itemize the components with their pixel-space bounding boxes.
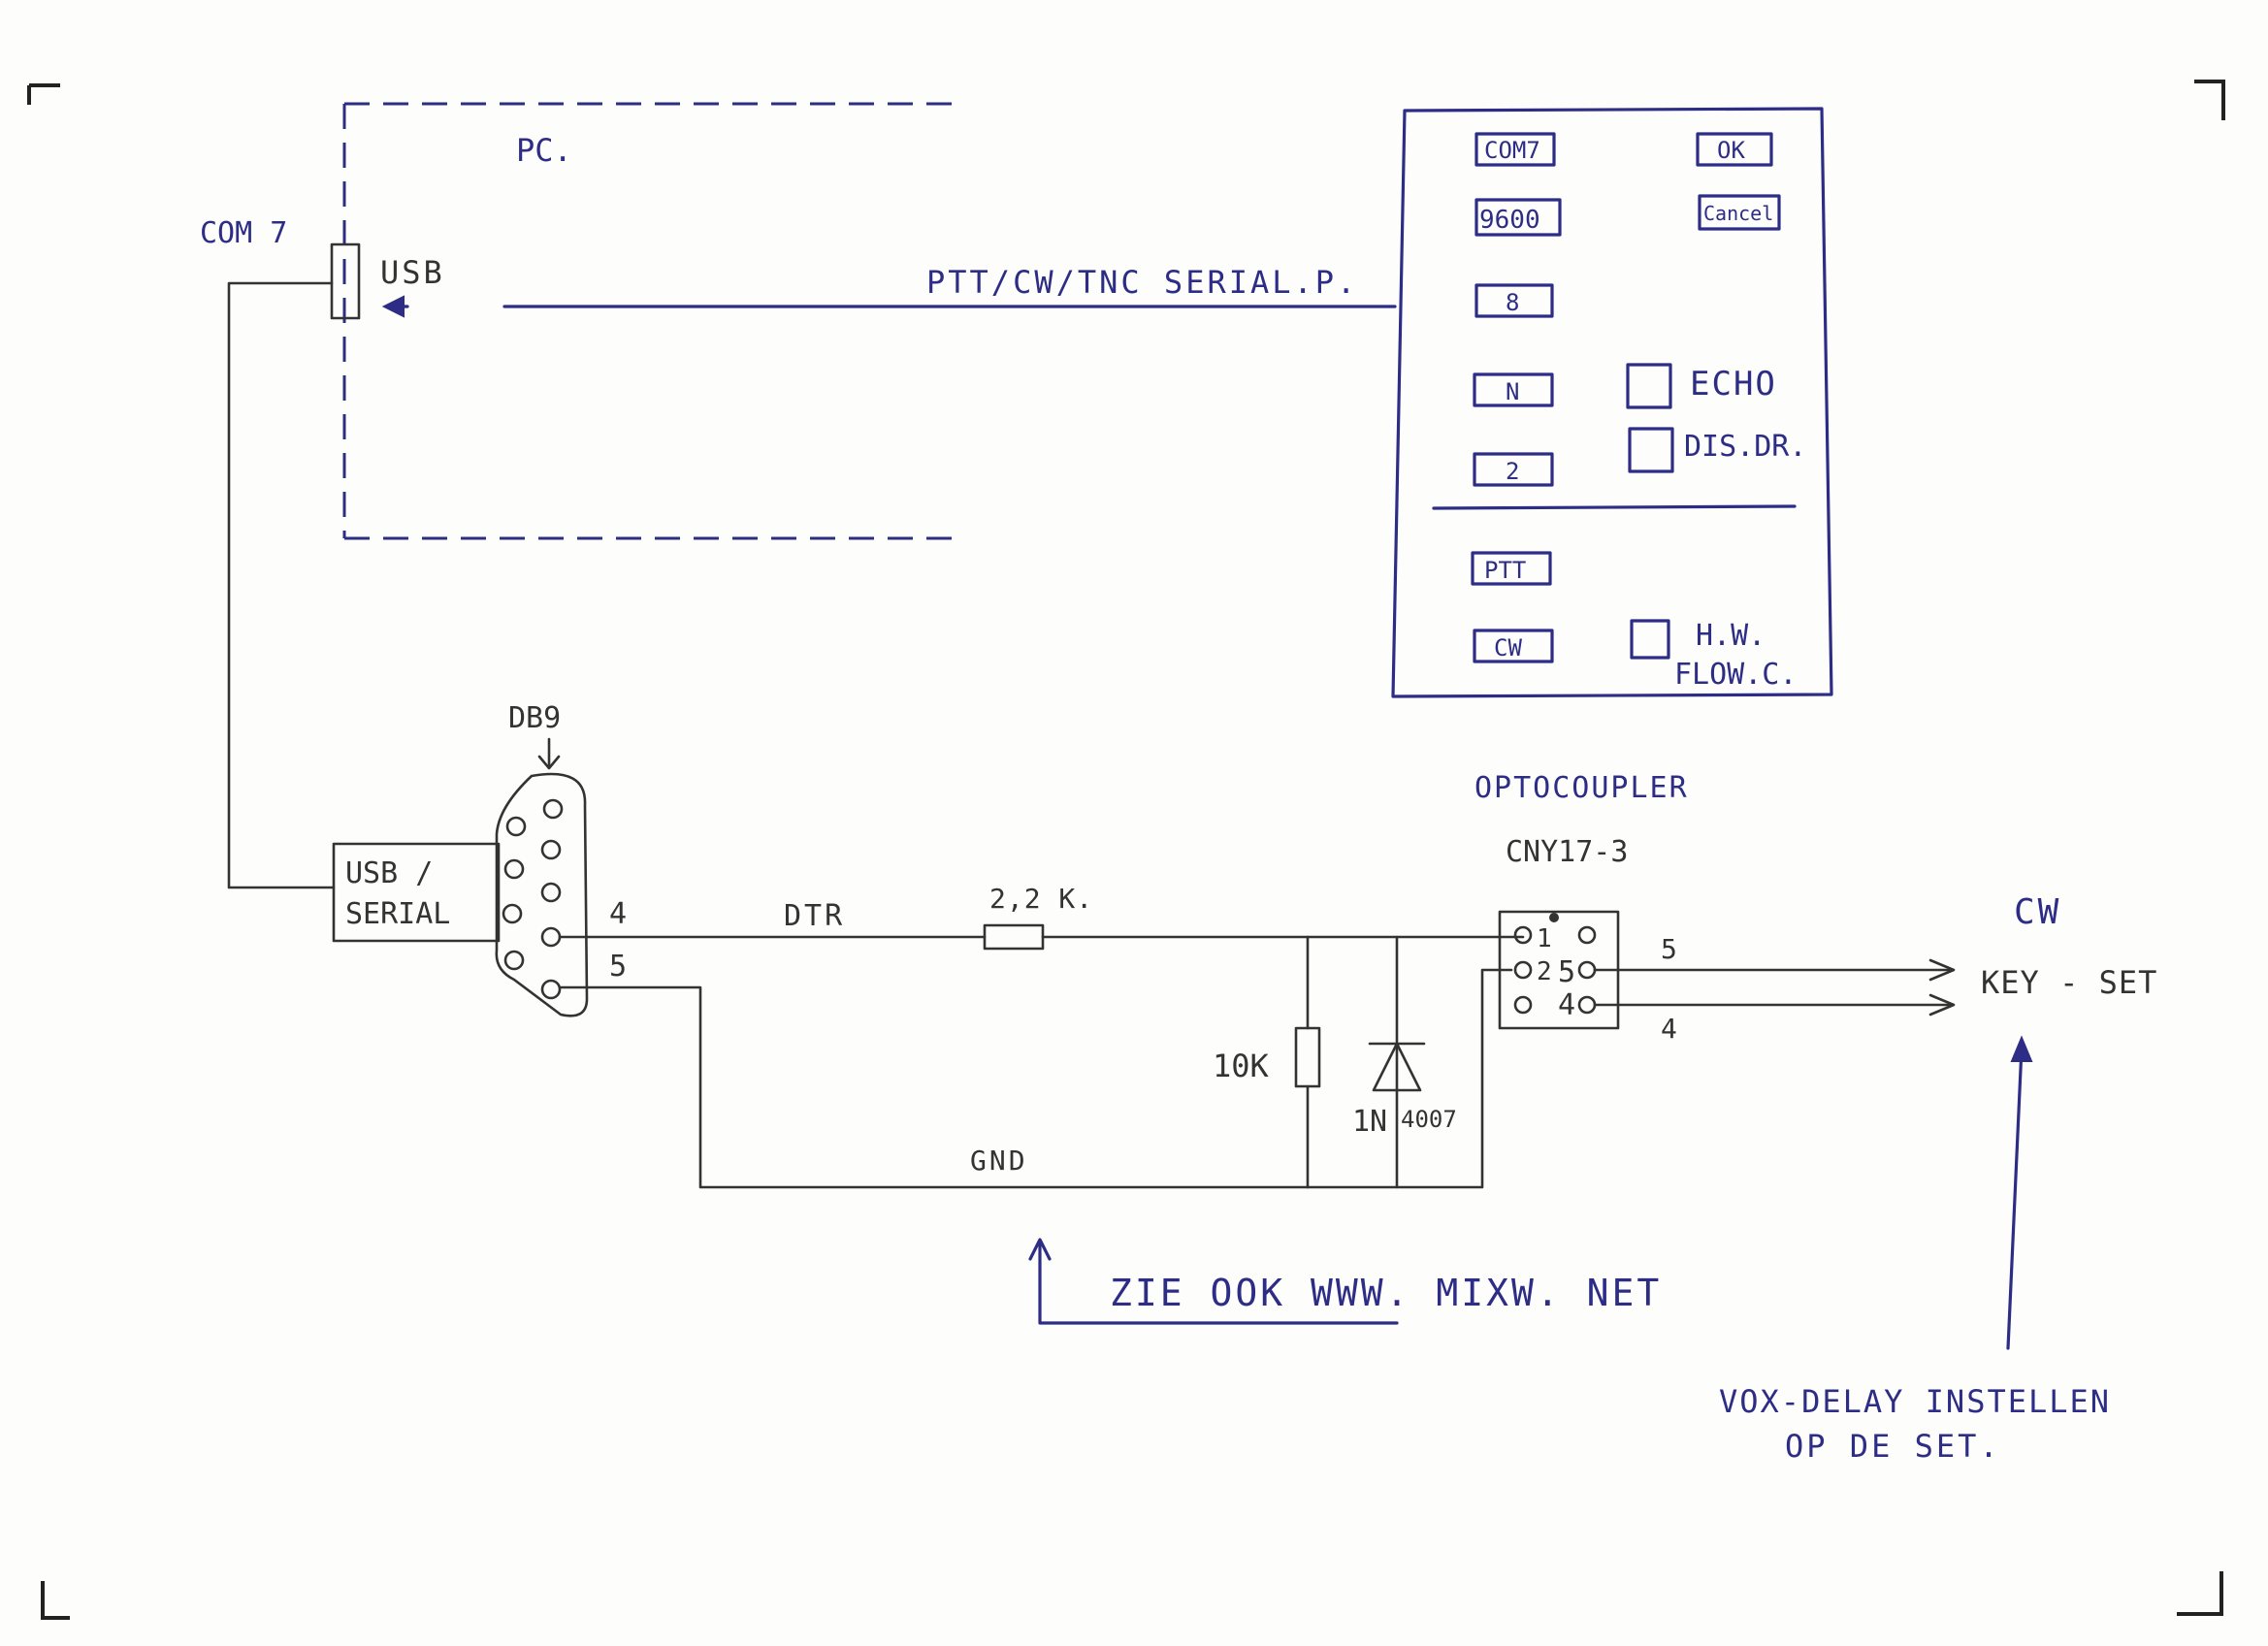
gnd-label: GND	[970, 1145, 1028, 1177]
usb-serial-label-line2: SERIAL	[345, 897, 450, 931]
db9-pointer-head	[537, 755, 561, 770]
pin5-label: 5	[609, 950, 627, 984]
stop-bits-value: 2	[1506, 458, 1519, 485]
parity-field[interactable]	[1473, 372, 1554, 407]
parity-value: N	[1506, 378, 1519, 405]
pc-label: PC.	[516, 132, 572, 169]
cancel-button-label: Cancel	[1703, 202, 1773, 225]
com-port-label: COM 7	[200, 216, 287, 250]
serial-link-arrowhead	[381, 295, 405, 318]
diode-1n4007	[1368, 1042, 1426, 1092]
dis-dr-label: DIS.DR.	[1684, 430, 1806, 464]
optocoupler-part: CNY17-3	[1506, 835, 1628, 869]
usb-serial-label-line1: USB /	[345, 856, 433, 890]
website-arrow-line	[1038, 1242, 1399, 1325]
data-bits-value: 8	[1506, 289, 1519, 316]
output-4-label: 4	[1661, 1013, 1677, 1045]
diode-number-label: 4007	[1401, 1106, 1457, 1133]
db9-label: DB9	[508, 701, 561, 735]
data-bits-field[interactable]	[1474, 283, 1554, 318]
ptt-field[interactable]	[1471, 551, 1552, 586]
ok-button-label: OK	[1717, 137, 1745, 164]
ok-button[interactable]	[1696, 132, 1773, 167]
baud-field-value: 9600	[1479, 206, 1540, 235]
gnd-wire	[559, 968, 1513, 1189]
vox-arrowhead	[2010, 1035, 2033, 1062]
resistor-10k-label: 10K	[1213, 1048, 1270, 1084]
hw-flow-checkbox[interactable]	[1630, 619, 1670, 660]
output-wire-5-arrowhead	[1928, 958, 1956, 982]
vox-note-line1: VOX-DELAY INSTELLEN	[1719, 1383, 2111, 1420]
pin4-label: 4	[609, 897, 627, 931]
usb-cable	[227, 281, 336, 889]
cw-label: CW	[2014, 892, 2061, 932]
usb-label: USB	[380, 254, 445, 291]
db9-pins	[502, 798, 564, 1000]
output-5-label: 5	[1661, 933, 1677, 965]
resistor-10k	[1294, 1026, 1321, 1088]
pc-enclosure	[342, 102, 958, 540]
opto-pin5-label: 5	[1558, 955, 1575, 989]
db9-connector	[495, 772, 589, 1017]
vox-note-line2: OP DE SET.	[1785, 1428, 2001, 1465]
echo-label: ECHO	[1690, 365, 1777, 403]
port-field[interactable]	[1474, 132, 1556, 167]
dtr-label: DTR	[784, 899, 845, 933]
opto-pin2-label: 2	[1537, 957, 1552, 986]
settings-dialog	[1391, 107, 1833, 698]
vox-arrow-line	[2006, 1046, 2024, 1350]
optocoupler-pin1-marker	[1549, 913, 1559, 922]
opto-pin1-label: 1	[1537, 924, 1552, 953]
stop-bits-field[interactable]	[1473, 452, 1554, 487]
serial-link-label: PTT/CW/TNC SERIAL.P.	[926, 264, 1358, 301]
key-set-label: KEY - SET	[1981, 964, 2157, 1001]
baud-field[interactable]	[1474, 198, 1562, 237]
optocoupler-title: OPTOCOUPLER	[1474, 771, 1689, 805]
ptt-field-value: PTT	[1484, 557, 1526, 584]
resistor-2k2	[983, 923, 1045, 951]
opto-pin4-label: 4	[1558, 988, 1575, 1022]
dis-dr-checkbox[interactable]	[1628, 427, 1674, 473]
website-note: ZIE OOK WWW. MIXW. NET	[1110, 1272, 1662, 1314]
website-arrowhead	[1028, 1238, 1052, 1261]
cw-field[interactable]	[1473, 629, 1554, 663]
echo-checkbox[interactable]	[1626, 363, 1672, 409]
output-wire-4-arrowhead	[1928, 993, 1956, 1017]
cancel-button[interactable]	[1698, 194, 1781, 231]
usb-serial-adapter	[332, 842, 501, 943]
resistor-2k2-label: 2,2 K.	[989, 883, 1093, 915]
hw-flow-label-line2: FLOW.C.	[1674, 658, 1797, 692]
optocoupler-pins	[1513, 925, 1597, 1015]
usb-port	[330, 242, 361, 320]
corner-marks	[27, 80, 2225, 1620]
cw-field-value: CW	[1494, 634, 1522, 662]
port-field-value: COM7	[1484, 137, 1540, 164]
diode-part-label: 1N	[1352, 1105, 1387, 1139]
hw-flow-label-line1: H.W.	[1696, 619, 1766, 653]
